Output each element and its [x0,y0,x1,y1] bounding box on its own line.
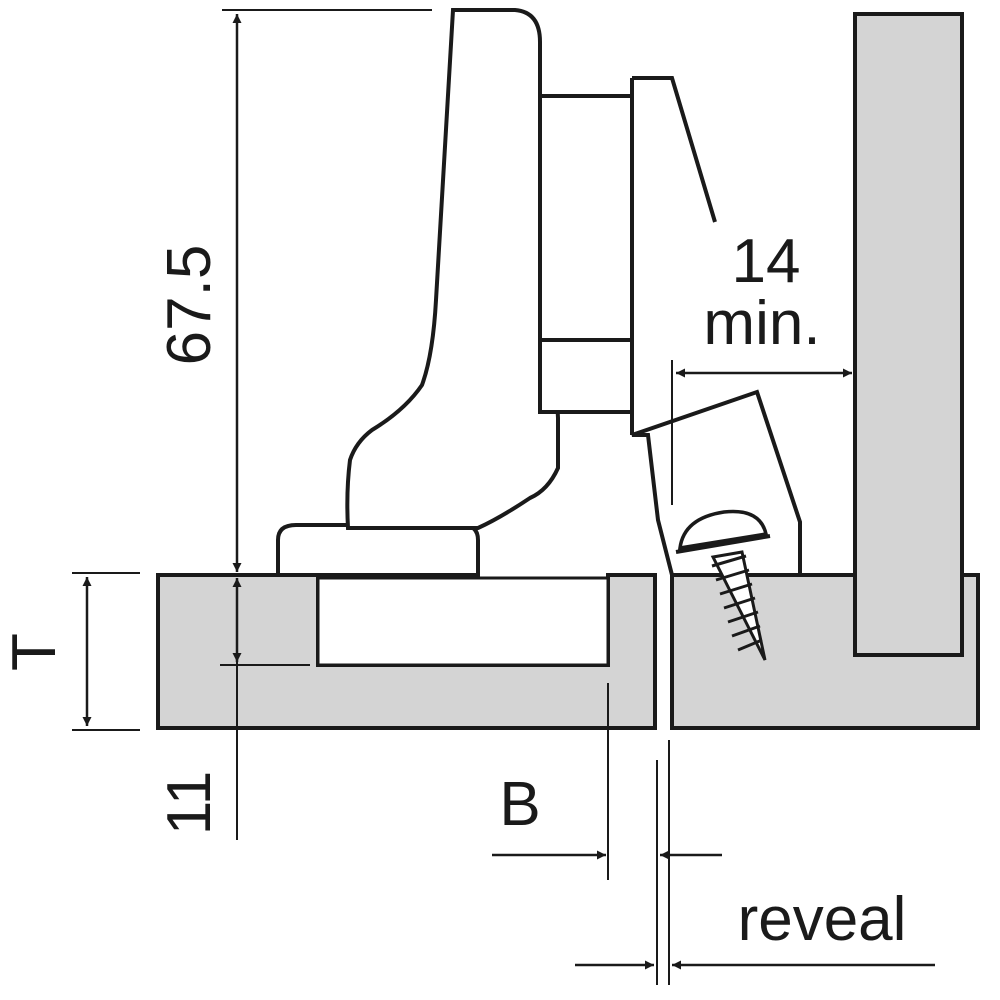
arm-connector-lower [538,338,634,414]
label-clearance-value: 14 [732,227,801,296]
label-cup-depth: 11 [155,771,224,835]
screw-head [677,509,769,551]
hinge-cup [316,576,610,667]
label-bore-distance: B [499,770,540,839]
label-clearance-suffix: min. [703,289,820,358]
hinge-arm [345,8,560,530]
screw [675,509,771,661]
cup-flange [276,523,480,577]
mounting-plate [631,76,802,577]
label-reveal: reveal [738,885,907,954]
arm-connector-upper [538,94,634,342]
cabinet-side-wall [853,12,964,657]
label-height-dimension: 67.5 [155,245,224,366]
screw-shank [710,550,767,661]
label-thickness: T [0,633,69,671]
